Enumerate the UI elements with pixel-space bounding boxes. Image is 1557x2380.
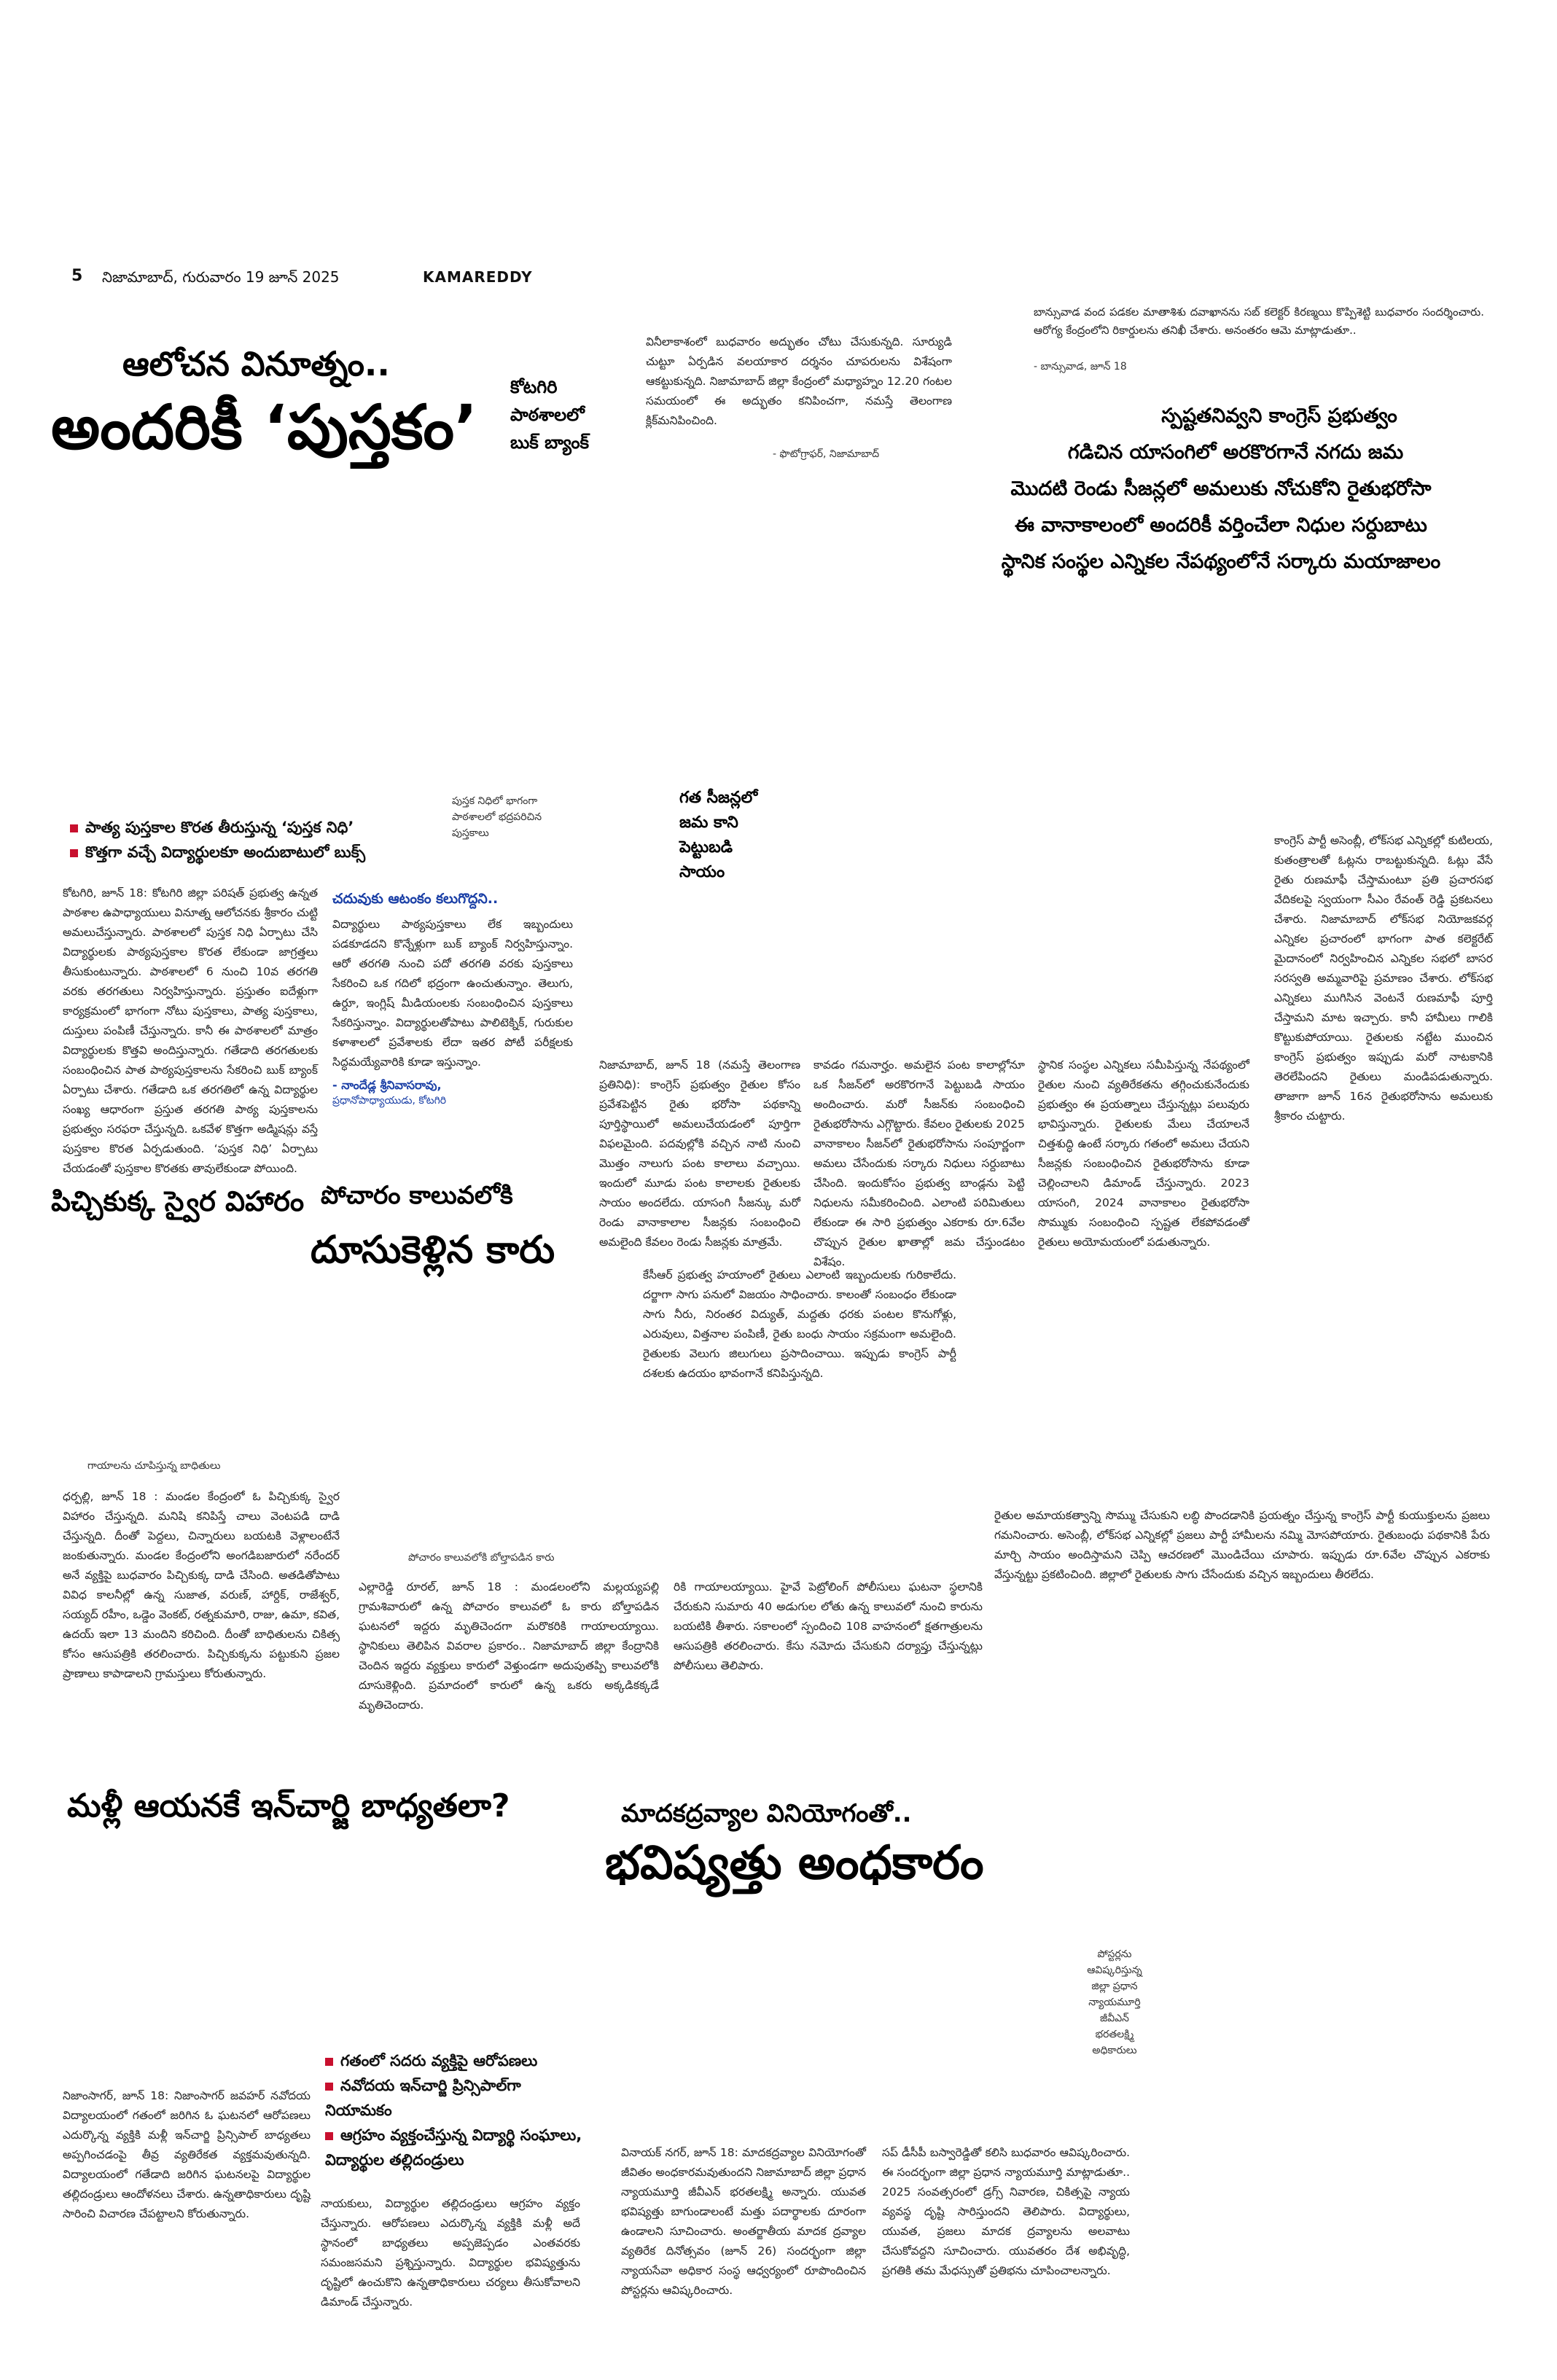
congress-col-3: స్థానిక సంస్థల ఎన్నికలు సమీపిస్తున్న నేప…	[1038, 1058, 1249, 1249]
navodaya-headline: మళ్లీ ఆయనకే ఇన్‌చార్జి బాధ్యతలా?	[67, 1787, 510, 1825]
drugs-headline: భవిష్యత్తు అంధకారం	[605, 1836, 984, 1890]
bullet-icon	[70, 824, 78, 832]
navodaya-bullets: గతంలో సదరు వ్యక్తిపై ఆరోపణలు నవోదయ ఇన్‌చ…	[325, 2048, 588, 2172]
book-side-label: కోటగిరి పాఠశాలలో బుక్ బ్యాంక్	[510, 377, 590, 453]
drugs-col-2: సప్ డీసీపీ బస్వారెడ్డితో కలిసి బుధవారం ఆ…	[882, 2146, 1130, 2277]
congress-bottom-col-2: రైతుల అమాయకత్వాన్ని సొమ్ము చేసుకుని లబ్ధ…	[994, 1509, 1490, 1581]
edition-name: KAMAREDDY	[423, 268, 533, 286]
congress-col-2: కావడం గమనార్హం. అమలైన పంట కాలాల్లోనూ ఒక …	[813, 1058, 1025, 1268]
drugs-kicker: మాదకద్రవ్యాల వినియోగంతో..	[621, 1799, 912, 1828]
book-headline: అందరికీ ‘పుస్తకం’	[51, 391, 478, 463]
sky-brief-text: వినీలాకాశంలో బుధవారం అద్భుతం చోటు చేసుకు…	[646, 335, 952, 427]
bullet-icon	[325, 2131, 333, 2140]
bullet-item: పాత్య పుస్తకాల కొరత తీరుస్తున్న ‘పుస్తక …	[70, 815, 478, 840]
car-photo-caption: పోచారం కాలువలోకి బోల్తాపడిన కారు	[408, 1552, 555, 1564]
book-sidebar: చదువుకు ఆటంకం కలుగొద్దని.. విద్యార్థులు …	[332, 891, 573, 1109]
bullet-icon	[70, 848, 78, 857]
page-number: 5	[71, 267, 83, 285]
congress-headline-stack: స్పష్టతనివ్వని కాంగ్రెస్ ప్రభుత్వం గడిచి…	[1001, 405, 1441, 573]
sidebar-heading: చదువుకు ఆటంకం కలుగొద్దని..	[332, 891, 499, 907]
bullet-item: కొత్తగా వచ్చే విద్యార్థులకూ అందుబాటులో బ…	[70, 840, 478, 865]
dog-body: ధర్పల్లి, జూన్ 18 : మండల కేంద్రంలో ఓ పిచ…	[63, 1490, 340, 1680]
bullet-icon	[325, 2082, 333, 2091]
bullet-item: నవోదయ ఇన్‌చార్జి ప్రిన్సిపాల్‌గా నియామకం	[325, 2077, 521, 2119]
byline-name: - నాందేడ్ల శ్రీనివాసరావు,	[332, 1078, 442, 1092]
book-bullets: పాత్య పుస్తకాల కొరత తీరుస్తున్న ‘పుస్తక …	[70, 815, 478, 865]
sky-brief-credit: - ఫొటోగ్రాఫర్, నిజామాబాద్	[773, 448, 880, 460]
navodaya-body: నిజాంసాగర్, జూన్ 18: నిజాంసాగర్ జవహర్ నవ…	[63, 2089, 311, 2220]
congress-bottom-col: కేసీఆర్ ప్రభుత్వ హయాంలో రైతులు ఎలాంటి ఇబ…	[643, 1268, 956, 1380]
drugs-col-1: వినాయక్ నగర్, జూన్ 18: మాదకద్రవ్యాల విని…	[621, 2146, 866, 2297]
car-headline-1: పోచారం కాలువలోకి	[321, 1181, 513, 1210]
bullet-icon	[325, 2057, 333, 2066]
drugs-photo-caption: పోస్టర్లను ఆవిష్కరిస్తున్న జిల్లా ప్రధాన…	[1087, 1948, 1142, 2056]
collector-brief-text: బాన్సువాడ వంద పడకల మాతాశిశు దవాఖానను సబ్…	[1034, 305, 1484, 337]
congress-col-1: నిజామాబాద్, జూన్ 18 (నమస్తే తెలంగాణ ప్రత…	[599, 1058, 800, 1249]
bullet-item: గతంలో సదరు వ్యక్తిపై ఆరోపణలు	[325, 2048, 588, 2073]
car-headline-2: దూసుకెళ్లిన కారు	[311, 1228, 555, 1272]
sidebar-body: విద్యార్థులు పాఠ్యపుస్తకాలు లేక ఇబ్బందుల…	[332, 918, 573, 1069]
book-kicker: ఆలోచన వినూత్నం..	[122, 344, 390, 383]
congress-col-4: కాంగ్రెస్ పార్టీ అసెంబ్లీ, లోక్‌సభ ఎన్ని…	[1274, 834, 1493, 1123]
car-col-2: రికి గాయాలయ్యాయి. హైవే పెట్రోలింగ్ పోలీస…	[674, 1580, 983, 1672]
car-col-1: ఎల్లారెడ్డి రూరల్, జూన్ 18 : మండలంలోని మ…	[359, 1580, 659, 1712]
dateline: నిజామాబాద్, గురువారం 19 జూన్ 2025	[102, 268, 340, 286]
book-body: కోటగిరి, జూన్ 18: కోటగిరి జిల్లా పరిషత్ …	[63, 886, 318, 1175]
book-photo-caption: పుస్తక నిధిలో భాగంగా పాఠశాలలో భద్రపరిచిన…	[452, 795, 542, 839]
collector-brief-credit: - బాన్సువాడ, జూన్ 18	[1034, 361, 1127, 372]
bullet-item: ఆగ్రహం వ్యక్తంచేస్తున్న విద్యార్థి సంఘాల…	[325, 2126, 582, 2169]
congress-box-label: గత సీజన్లలో జమ కాని పెట్టుబడి సాయం	[679, 789, 758, 881]
byline-role: ప్రధానోపాధ్యాయుడు, కోటగిరి	[332, 1095, 447, 1107]
dog-headline: పిచ్చికుక్క స్వైర విహారం	[51, 1185, 305, 1217]
dog-photo-caption: గాయాలను చూపిస్తున్న బాధితులు	[87, 1460, 221, 1472]
navodaya-body-2: నాయకులు, విద్యార్థుల తల్లిదండ్రులు ఆగ్రహ…	[321, 2197, 580, 2309]
